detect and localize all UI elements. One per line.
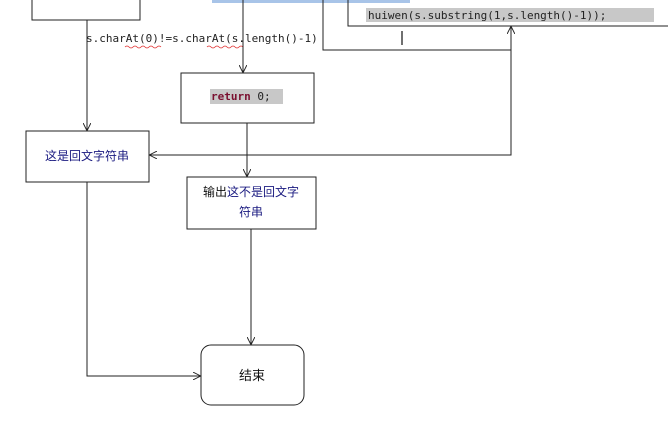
recursive-call-highlight [366, 8, 654, 22]
not-palindrome-box [186, 176, 317, 230]
not-palindrome-line2: 符串 [239, 204, 263, 219]
end-text: 结束 [239, 369, 265, 384]
return-statement: return 0; [211, 90, 271, 103]
arrow-recursive-to-palindrome [150, 50, 512, 155]
arrow-palindrome-to-end [86, 182, 200, 376]
not-palindrome-prefix: 输出 [203, 184, 227, 199]
return-highlight [210, 89, 283, 104]
return-keyword: return [211, 90, 251, 103]
arrow-loop-to-recursive-call [322, 0, 511, 51]
top-selection-bar [212, 0, 410, 3]
spellcheck-underline-1 [124, 45, 162, 49]
end-node [200, 344, 305, 406]
is-palindrome-text: 这是回文字符串 [45, 148, 129, 163]
top-left-partial-box [31, 0, 141, 21]
not-palindrome-line1: 输出这不是回文字 [203, 184, 299, 199]
recursive-call-box [347, 0, 668, 27]
not-palindrome-text1: 这不是回文字 [227, 184, 299, 199]
spellcheck-underline-2 [206, 45, 244, 49]
condition-label: s.charAt(0)!=s.charAt(s.length()-1) [86, 32, 318, 45]
recursive-call-text: huiwen(s.substring(1,s.length()-1)); [368, 9, 606, 22]
return-value: 0; [257, 90, 270, 103]
